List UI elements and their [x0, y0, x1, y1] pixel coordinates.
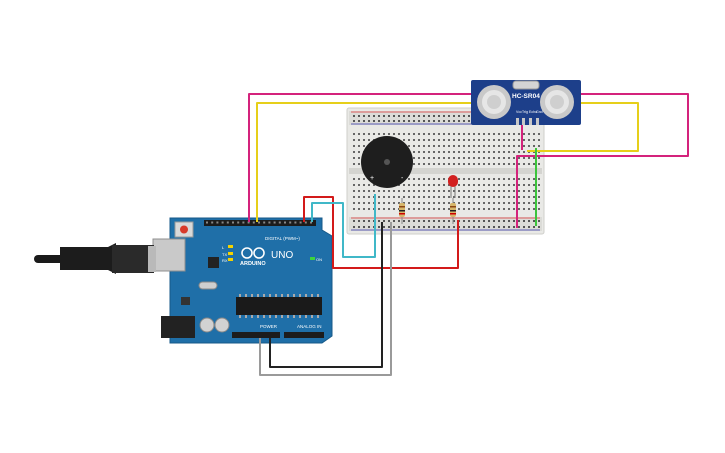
sensor-pin-gnd: Gnd [536, 110, 543, 114]
sensor-label: HC-SR04 [512, 93, 540, 100]
buzzer-plus-label: + [370, 175, 374, 182]
sensor-transducer-right [540, 85, 574, 119]
power-header [232, 332, 280, 338]
red-led[interactable] [448, 175, 458, 198]
regulator-chip [181, 297, 190, 305]
power-jack [161, 316, 195, 338]
sensor-pins [516, 118, 539, 125]
analog-header [284, 332, 324, 338]
rx-led [228, 258, 233, 261]
piezo-buzzer[interactable]: + - [361, 136, 413, 188]
on-led [310, 257, 315, 260]
capacitor-2 [214, 317, 230, 333]
wire-black [269, 222, 383, 368]
l-label: L [222, 245, 225, 250]
on-label: ON [316, 257, 322, 262]
tx-led [228, 252, 233, 255]
sensor-pin-trig: Trig [522, 110, 528, 114]
resistor-2[interactable] [450, 198, 456, 224]
chip-legs [239, 294, 319, 318]
atmega-chip [236, 297, 322, 315]
reset-button-cap[interactable] [180, 225, 188, 234]
wire-cyan [311, 194, 376, 258]
crystal [198, 281, 218, 290]
wire-yellow [256, 102, 639, 222]
resistor-1[interactable] [399, 198, 405, 224]
l-led [228, 245, 233, 248]
sensor-pin-vcc: Vcc [516, 110, 522, 114]
ultrasonic-sensor[interactable]: HC-SR04 Vcc Trig Echo Gnd [471, 80, 581, 125]
sensor-pin-echo: Echo [529, 110, 537, 114]
wires [248, 93, 689, 376]
power-label: POWER [260, 324, 278, 329]
usb-port [152, 238, 186, 272]
arduino-logo-icon [241, 247, 265, 259]
digital-header-label: DIGITAL (PWM~) [265, 236, 300, 241]
arduino-model-label: UNO [271, 250, 293, 261]
wire-gray [259, 222, 392, 376]
usb-chip [208, 257, 219, 268]
buzzer-minus-label: - [401, 175, 404, 182]
analog-label: ANALOG IN [297, 324, 322, 329]
arduino-uno-board[interactable]: ARDUINO UNO DIGITAL (PWM~) POWER ANALOG … [152, 217, 333, 344]
rx-label: RX [222, 258, 228, 263]
digital-pins [206, 221, 312, 224]
wire-magenta [248, 93, 689, 228]
sensor-transducer-left [477, 85, 511, 119]
tx-label: TX [222, 252, 227, 257]
capacitor-1 [199, 317, 215, 333]
usb-cable [34, 243, 156, 274]
arduino-brand-label: ARDUINO [240, 261, 266, 267]
wire-red [303, 196, 459, 269]
